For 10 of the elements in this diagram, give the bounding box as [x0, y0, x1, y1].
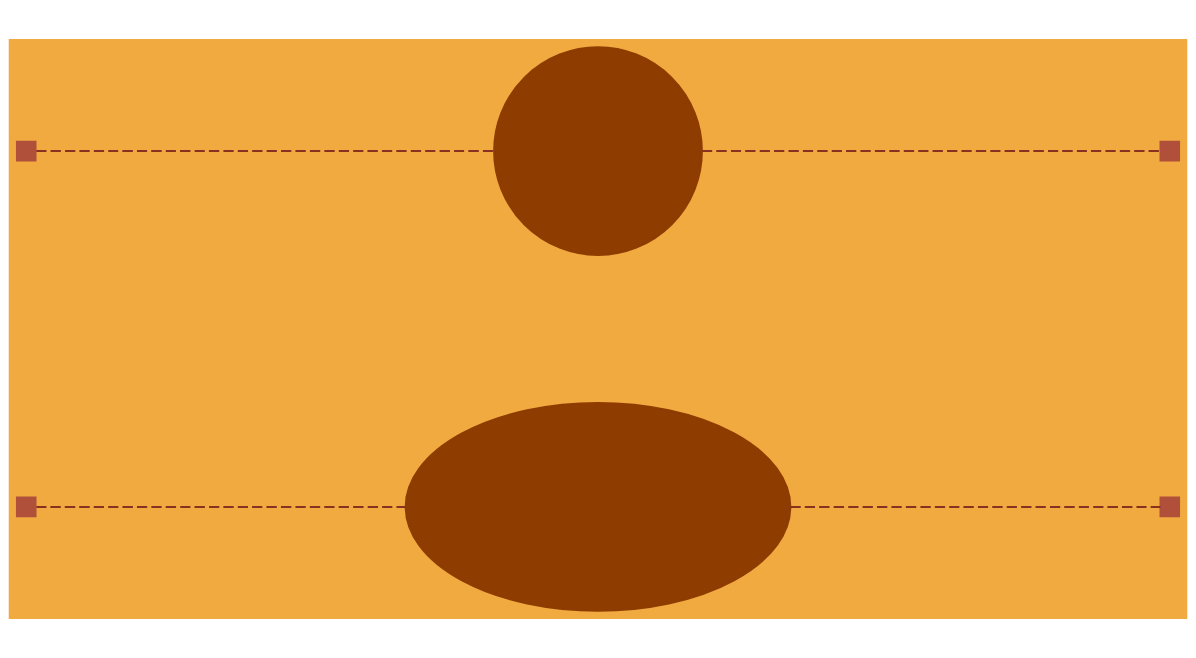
- node-box: [1159, 496, 1181, 518]
- node-ellipse: [404, 402, 792, 612]
- connector: [702, 150, 1161, 153]
- node-circle: [493, 46, 703, 256]
- node-box: [15, 496, 37, 518]
- node-box: [1159, 140, 1181, 162]
- connector: [790, 505, 1161, 508]
- node-box: [15, 140, 37, 162]
- connector: [36, 505, 406, 508]
- connector: [36, 150, 494, 153]
